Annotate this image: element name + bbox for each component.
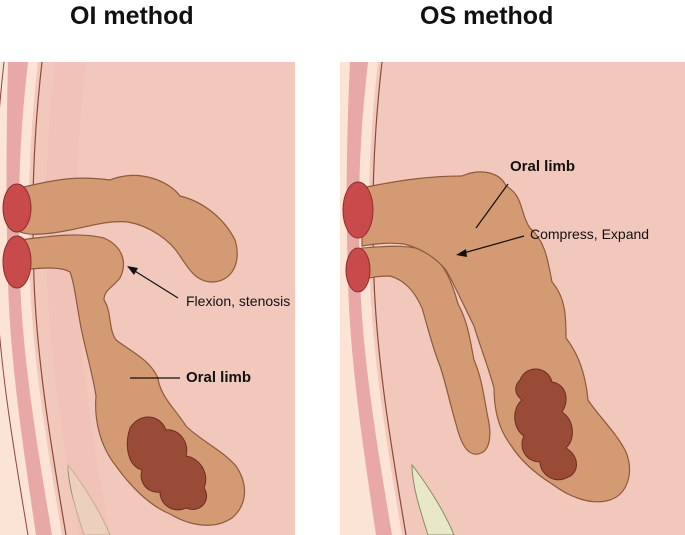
oi-stoma-lower (2, 235, 32, 289)
oi-flexion-arrow (129, 267, 179, 299)
os-wall-muscle-layer (346, 62, 392, 535)
oi-wall-line (32, 62, 67, 535)
os-stoma-upper (342, 181, 374, 239)
os-oral-limb-label: Oral limb (510, 158, 576, 175)
oi-flexion-label: Flexion, stenosis (186, 293, 291, 309)
os-compress-arrowhead (456, 249, 467, 257)
oi-oral-limb (19, 234, 246, 526)
oi-panel (0, 62, 295, 535)
os-stool (514, 368, 577, 481)
os-panel (340, 62, 685, 535)
os-compress-label: Compress, Expand (530, 226, 650, 242)
oi-oral-limb-label: Oral limb (186, 369, 252, 386)
os-compress-arrow (459, 235, 525, 255)
os-oral-limb-leader (475, 183, 509, 229)
oi-wall-muscle-layer (6, 62, 52, 535)
oi-stoma-upper (2, 183, 32, 233)
os-aboral-limb (361, 245, 491, 455)
os-bone (411, 463, 455, 535)
oi-wall-line-inner (0, 62, 29, 535)
os-method-title: OS method (420, 2, 554, 30)
oi-stool (126, 416, 208, 511)
os-stoma-lower (345, 247, 371, 293)
oi-upper-limb (19, 174, 238, 283)
oi-flexion-arrowhead (127, 266, 138, 275)
os-wall-line (372, 62, 407, 535)
oi-method-title: OI method (70, 2, 194, 30)
